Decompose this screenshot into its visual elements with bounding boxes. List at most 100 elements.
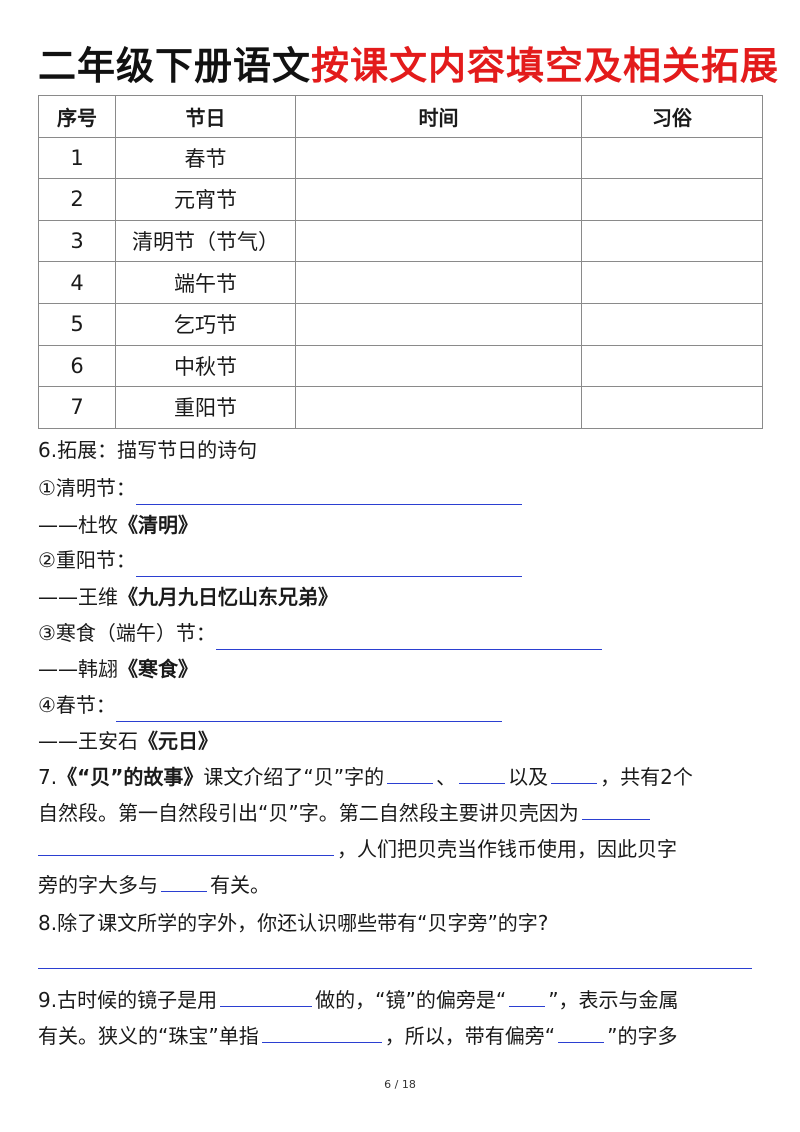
custom-cell[interactable]: [581, 302, 763, 346]
poem-author-2: ——王维《九月九日忆山东兄弟》: [38, 580, 338, 614]
custom-cell[interactable]: [581, 261, 763, 304]
poem-author-1: ——杜牧《清明》: [38, 508, 198, 542]
row-festival: 春节: [115, 136, 296, 180]
time-cell[interactable]: [295, 261, 582, 304]
custom-cell[interactable]: [581, 344, 763, 388]
answer-blank[interactable]: [135, 550, 522, 577]
custom-cell[interactable]: [581, 219, 763, 263]
answer-blank[interactable]: [558, 1020, 605, 1043]
section6-heading: 6.拓展：描写节日的诗句: [38, 438, 258, 462]
s9-text: 做的，“镜”的偏旁是“: [315, 988, 507, 1012]
poem-label: ④春节：: [38, 693, 116, 717]
header-number: 序号: [38, 95, 116, 138]
row-festival: 中秋节: [115, 344, 296, 388]
s7-number: 7.: [38, 765, 58, 789]
row-number: 5: [38, 302, 116, 346]
poem-item-1: ①清明节：: [38, 471, 522, 505]
time-cell[interactable]: [295, 302, 582, 346]
author: ——韩翃: [38, 657, 118, 681]
answer-blank[interactable]: [38, 833, 334, 856]
poem-label: ③寒食（端午）节：: [38, 621, 216, 645]
poem-item-4: ④春节：: [38, 688, 502, 722]
section9: 9.古时候的镜子是用做的，“镜”的偏旁是“”，表示与金属 有关。狭义的“珠宝”单…: [38, 982, 762, 1054]
header-custom: 习俗: [581, 95, 763, 138]
row-number: 2: [38, 178, 116, 221]
header-time: 时间: [295, 95, 582, 138]
author: ——杜牧: [38, 513, 118, 537]
answer-blank[interactable]: [135, 478, 522, 505]
s9-text: ，所以，带有偏旁“: [384, 1024, 556, 1048]
section7-line1: 7.《“贝”的故事》课文介绍了“贝”字的、以及，共有2个: [38, 759, 762, 795]
poem-title: 《清明》: [118, 513, 198, 537]
s7-text: 课文介绍了“贝”字的: [203, 765, 385, 789]
page-title: 二年级下册语文按课文内容填空及相关拓展: [38, 38, 778, 94]
row-festival: 乞巧节: [115, 302, 296, 346]
time-cell[interactable]: [295, 219, 582, 263]
s7-text: 有关。: [210, 873, 270, 897]
poem-item-3: ③寒食（端午）节：: [38, 616, 602, 650]
answer-blank[interactable]: [581, 797, 650, 820]
title-topic: 按课文内容填空及相关拓展: [311, 44, 780, 88]
section9-line2: 有关。狭义的“珠宝”单指，所以，带有偏旁“”的字多: [38, 1018, 762, 1054]
answer-blank[interactable]: [261, 1020, 382, 1043]
s7-text: 以及: [508, 765, 549, 789]
row-number: 4: [38, 261, 116, 304]
answer-blank[interactable]: [387, 761, 434, 784]
author: ——王维: [38, 585, 118, 609]
time-cell[interactable]: [295, 344, 582, 388]
custom-cell[interactable]: [581, 386, 763, 429]
row-number: 7: [38, 386, 116, 429]
table-header-row: 序号 节日 时间 习俗: [38, 95, 763, 138]
row-number: 1: [38, 136, 116, 180]
answer-blank[interactable]: [220, 984, 313, 1007]
s9-text: ”的字多: [607, 1024, 678, 1048]
row-number: 3: [38, 219, 116, 263]
row-festival: 元宵节: [115, 178, 296, 221]
poem-author-3: ——韩翃《寒食》: [38, 652, 198, 686]
poem-item-2: ②重阳节：: [38, 543, 522, 577]
s7-text: 、: [436, 765, 457, 789]
s9-text: 9.古时候的镜子是用: [38, 988, 218, 1012]
row-number: 6: [38, 344, 116, 388]
section7-line3: ，人们把贝壳当作钱币使用，因此贝字: [38, 831, 762, 867]
answer-blank[interactable]: [115, 695, 502, 722]
time-cell[interactable]: [295, 178, 582, 221]
header-festival: 节日: [115, 95, 296, 138]
section7-line4: 旁的字大多与 有关。: [38, 867, 762, 903]
poem-title: 《九月九日忆山东兄弟》: [118, 585, 338, 609]
page-number: 6 / 18: [384, 1078, 416, 1091]
answer-blank[interactable]: [161, 869, 207, 892]
answer-blank[interactable]: [215, 623, 602, 650]
row-festival: 重阳节: [115, 386, 296, 429]
section9-line1: 9.古时候的镜子是用做的，“镜”的偏旁是“”，表示与金属: [38, 982, 762, 1018]
answer-blank[interactable]: [551, 761, 598, 784]
section7-line2: 自然段。第一自然段引出“贝”字。第二自然段主要讲贝壳因为: [38, 795, 762, 831]
title-grade: 二年级下册语文: [38, 44, 312, 88]
answer-blank[interactable]: [459, 761, 506, 784]
section7: 7.《“贝”的故事》课文介绍了“贝”字的、以及，共有2个 自然段。第一自然段引出…: [38, 759, 762, 903]
s7-text: 旁的字大多与: [38, 873, 158, 897]
answer-blank[interactable]: [509, 984, 546, 1007]
time-cell[interactable]: [295, 136, 582, 180]
custom-cell[interactable]: [581, 178, 763, 221]
custom-cell[interactable]: [581, 136, 763, 180]
answer-blank[interactable]: [38, 968, 752, 969]
row-festival: 清明节（节气）: [115, 219, 296, 263]
poem-label: ②重阳节：: [38, 548, 136, 572]
poem-author-4: ——王安石《元日》: [38, 724, 218, 758]
section8-question: 8.除了课文所学的字外，你还认识哪些带有“贝字旁”的字?: [38, 911, 549, 935]
time-cell[interactable]: [295, 386, 582, 429]
poem-title: 《寒食》: [118, 657, 198, 681]
poem-title: 《元日》: [138, 729, 218, 753]
author: ——王安石: [38, 729, 138, 753]
s7-title: 《“贝”的故事》: [57, 765, 204, 789]
s7-text: ，人们把贝壳当作钱币使用，因此贝字: [337, 837, 677, 861]
